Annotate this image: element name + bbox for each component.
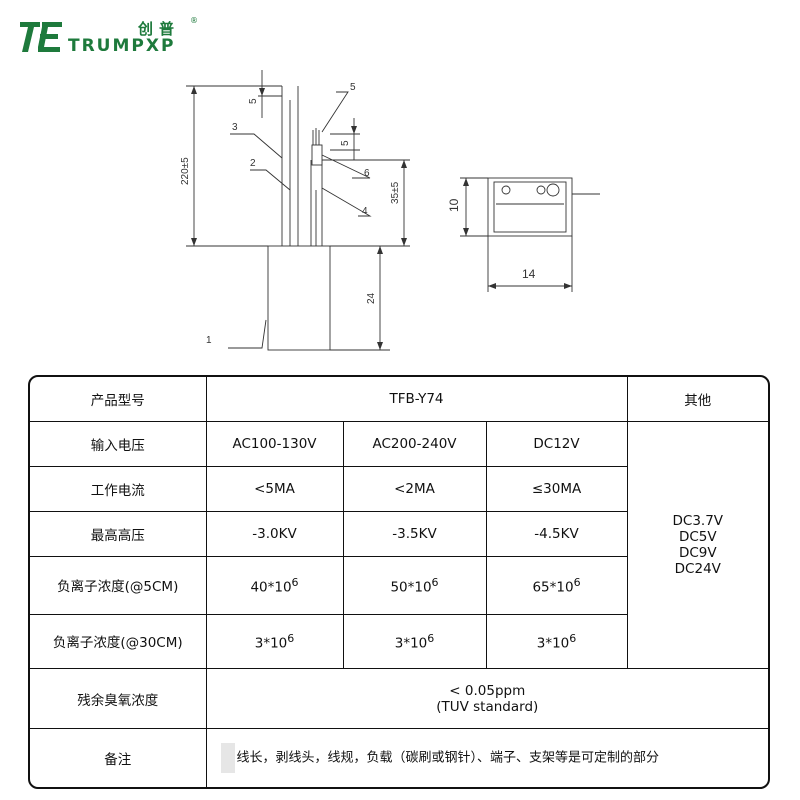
row-label: 工作电流 (30, 465, 207, 513)
other-value: DC24V (674, 560, 721, 577)
dimension-14: 14 (522, 267, 536, 281)
row-label: 备注 (30, 728, 207, 787)
part-label-2: 2 (250, 158, 256, 169)
dimension-5-brush: 5 (340, 140, 351, 146)
table-row: 负离子浓度(@30CM) 3*106 3*106 3*106 (30, 613, 768, 669)
cell-value: 3*106 (205, 613, 344, 669)
part-label-4: 4 (362, 206, 368, 217)
brand-mark-icon (20, 22, 62, 52)
table-row: 负离子浓度(@5CM) 40*106 50*106 65*106 (30, 556, 768, 615)
note-marker (220, 743, 235, 774)
dimension-5-top: 5 (248, 98, 259, 104)
cell-value: -3.5KV (342, 511, 487, 558)
model-label: 产品型号 (30, 377, 207, 422)
dimension-220: 220±5 (180, 157, 191, 185)
ionizer-body (267, 245, 331, 351)
cell-value: ≤30MA (485, 465, 628, 513)
cell-value: 65*106 (485, 556, 628, 615)
other-value: DC3.7V (672, 512, 724, 529)
other-value: DC5V (678, 528, 717, 545)
technical-drawing: 1 3 2 5 6 4 220±5 5 5 35±5 24 10 14 (180, 70, 600, 351)
cell-value: 40*106 (205, 556, 344, 615)
row-label: 残余臭氧浓度 (30, 667, 207, 730)
note-value: 线长，剥线头，线规，负载（碳刷或钢针）、端子、支架等是可定制的部分 (205, 728, 768, 787)
cell-value: AC100-130V (205, 420, 344, 467)
part-label-6: 6 (364, 168, 370, 179)
row-label: 负离子浓度(@5CM) (30, 556, 207, 615)
table-row: 输入电压 AC100-130V AC200-240V DC12V DC3.7V … (30, 420, 768, 669)
row-label: 负离子浓度(@30CM) (30, 613, 207, 669)
cell-value: <5MA (205, 465, 344, 513)
cell-value: <2MA (342, 465, 487, 513)
registered-mark: ® (190, 16, 198, 25)
ozone-value: < 0.05ppm (TUV standard) (205, 667, 768, 730)
other-label: 其他 (626, 377, 768, 422)
part-label-3: 3 (232, 122, 238, 133)
cell-value: -3.0KV (205, 511, 344, 558)
cell-value: 3*106 (342, 613, 487, 669)
spec-table: 产品型号 TFB-Y74 其他 输入电压 AC100-130V AC200-24… (28, 375, 770, 789)
model-value: TFB-Y74 (205, 377, 628, 422)
dimension-24: 24 (366, 292, 377, 304)
other-values-cell: DC3.7V DC5V DC9V DC24V (626, 420, 768, 669)
brand-name-cn: 创普 (138, 20, 181, 38)
part-label-1: 1 (206, 335, 212, 346)
cell-value: -4.5KV (485, 511, 628, 558)
table-row: 残余臭氧浓度 < 0.05ppm (TUV standard) (30, 667, 768, 730)
cell-value: 50*106 (342, 556, 487, 615)
brand-logo: 创普 ® TRUMPXP (20, 16, 198, 58)
part-label-5: 5 (350, 82, 356, 93)
row-label: 最高高压 (30, 511, 207, 558)
dimension-35: 35±5 (390, 181, 401, 204)
cell-value: AC200-240V (342, 420, 487, 467)
table-row: 最高高压 -3.0KV -3.5KV -4.5KV (30, 511, 768, 558)
table-row: 备注 线长，剥线头，线规，负载（碳刷或钢针）、端子、支架等是可定制的部分 (30, 728, 768, 787)
dimension-10: 10 (447, 198, 461, 212)
table-header-row: 产品型号 TFB-Y74 其他 (30, 377, 768, 422)
cell-value: DC12V (485, 420, 628, 467)
row-label: 输入电压 (30, 420, 207, 467)
other-value: DC9V (678, 544, 717, 561)
brand-name-en: TRUMPXP (68, 36, 176, 56)
cell-value: 3*106 (485, 613, 628, 669)
